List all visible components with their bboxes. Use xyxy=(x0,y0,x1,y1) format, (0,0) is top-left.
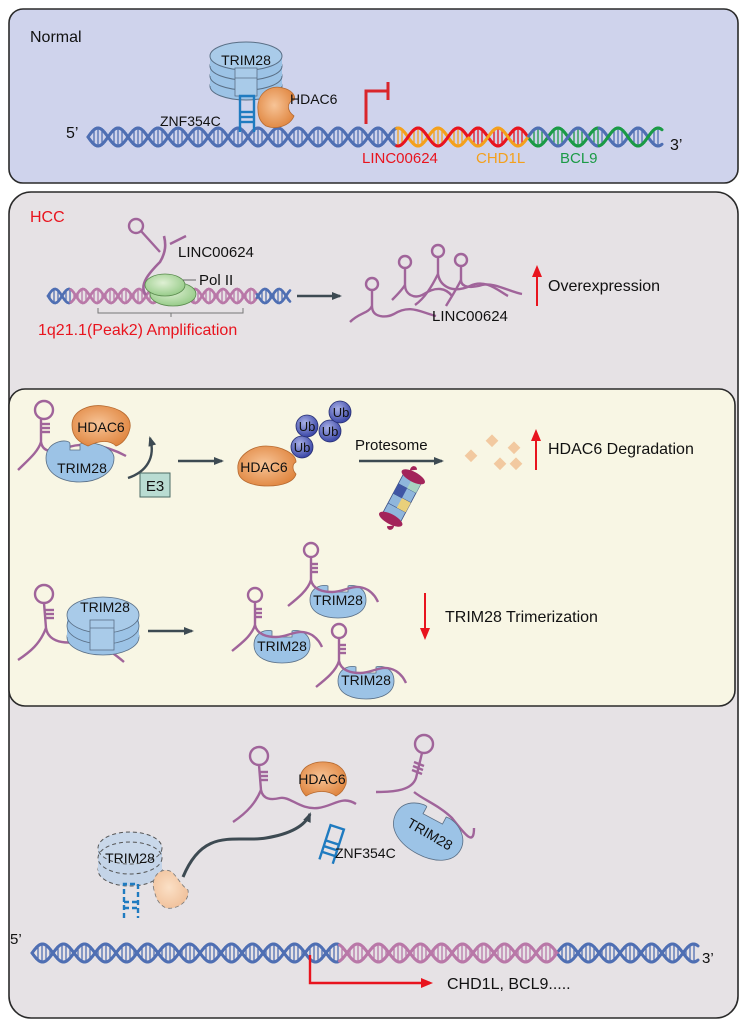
e3-label: E3 xyxy=(146,478,164,495)
trim28-rna-complex xyxy=(287,541,380,619)
trim28-monomer xyxy=(45,440,115,483)
release-curved-arrow xyxy=(181,812,312,878)
dna-strand-segment xyxy=(287,298,292,303)
linc00624-rna-trim28 xyxy=(375,733,476,839)
linc00624-nascent-rna xyxy=(142,235,167,296)
linc00624-transcripts xyxy=(349,243,523,323)
znf354c-icon xyxy=(238,94,256,132)
linc00624-transcripts-label: LINC00624 xyxy=(432,308,508,325)
overexpression-label: Overexpression xyxy=(548,278,660,295)
amplification-label: 1q21.1(Peak2) Amplification xyxy=(38,322,237,339)
three-prime-label-bottom: 3’ xyxy=(702,950,714,967)
dna-helix-bottom xyxy=(30,942,700,964)
trim28-label-row1: TRIM28 xyxy=(57,460,107,476)
hdac6-label-row1: HDAC6 xyxy=(77,419,125,435)
normal-title: Normal xyxy=(30,29,82,46)
hdac6-bound xyxy=(71,405,131,447)
gene-label-chd1l: CHD1L xyxy=(476,150,525,167)
hdac6-ubiquitinated xyxy=(237,445,297,487)
amplification-bracket xyxy=(97,308,244,317)
trim28-monomers xyxy=(231,541,408,700)
repression-symbol xyxy=(364,82,390,124)
trim28-dissociated xyxy=(97,831,163,887)
hdac6-degradation-label: HDAC6 Degradation xyxy=(548,441,694,458)
trim28-label-bottom: TRIM28 xyxy=(105,850,155,866)
gene-label-bcl9: BCL9 xyxy=(560,150,598,167)
e3-curved-arrow xyxy=(127,436,157,480)
ub-label-4: Ub xyxy=(333,405,350,420)
trim28-monomer-free xyxy=(393,802,464,861)
dna-strand-segment xyxy=(287,289,292,294)
hdac6-label-bottom: HDAC6 xyxy=(298,771,346,787)
trim28-label-m2: TRIM28 xyxy=(313,592,363,608)
trim28-label-trimer: TRIM28 xyxy=(80,599,130,615)
hcc-title: HCC xyxy=(30,209,65,226)
hdac6-label-ub: HDAC6 xyxy=(240,459,288,475)
five-prime-label: 5’ xyxy=(66,125,78,142)
ub-label-1: Ub xyxy=(294,440,311,455)
linc00624-label-hcc: LINC00624 xyxy=(178,244,254,261)
e3-ligase xyxy=(139,472,171,498)
target-genes-label: CHD1L, BCL9..... xyxy=(447,976,571,993)
dna-strand-segment xyxy=(659,127,664,132)
trim28-label-normal: TRIM28 xyxy=(221,52,271,68)
linc00624-rna-hdac6 xyxy=(232,745,357,823)
znf354c-label-bottom: ZNF354C xyxy=(335,845,396,861)
hdac6-label-normal: HDAC6 xyxy=(290,91,338,107)
trim28-label-m3: TRIM28 xyxy=(341,672,391,688)
hdac6-dissociated xyxy=(152,869,189,909)
protesome-label: Protesome xyxy=(355,437,428,454)
hdac6-free xyxy=(299,761,347,797)
three-prime-label: 3’ xyxy=(670,137,682,154)
pol-ii-label: Pol II xyxy=(199,272,233,289)
dna-strand-segment xyxy=(695,958,700,963)
znf354c-free xyxy=(318,823,346,865)
dna-helix-normal xyxy=(86,126,664,148)
znf354c-dissociated xyxy=(122,882,140,918)
hdac6-protein xyxy=(257,86,295,128)
gene-label-linc00624: LINC00624 xyxy=(362,150,438,167)
ub-label-2: Ub xyxy=(299,419,316,434)
activation-arrow xyxy=(308,955,433,988)
trim28-rna-complex xyxy=(231,586,324,664)
trim28-label-m1: TRIM28 xyxy=(257,638,307,654)
proteasome-icon xyxy=(379,466,425,530)
mechanism-panel xyxy=(8,388,736,707)
ubiquitin-chain xyxy=(290,400,352,459)
five-prime-label-bottom: 5’ xyxy=(10,931,22,948)
trim28-rna-complex xyxy=(315,622,408,700)
dna-strand-segment xyxy=(659,142,664,147)
dna-strand-segment xyxy=(695,943,700,948)
znf354c-label-normal: ZNF354C xyxy=(160,113,221,129)
ub-label-3: Ub xyxy=(322,424,339,439)
trim28-trimer-inner xyxy=(66,596,140,656)
trim28-trimerization-label: TRIM28 Trimerization xyxy=(445,609,598,626)
